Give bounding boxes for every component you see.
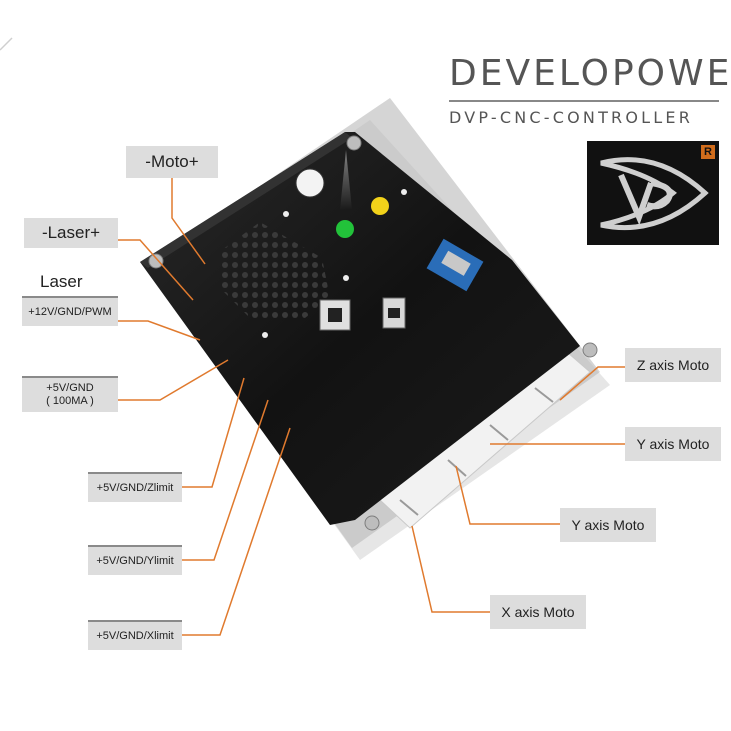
leader-x-axis: [411, 525, 490, 613]
screw-icon: [346, 135, 362, 151]
leader-xlimit: [182, 427, 291, 636]
label-y-axis-1: Y axis Moto: [625, 427, 721, 461]
speaker-grille: [222, 222, 330, 322]
leader-laser-pm: [118, 239, 194, 301]
brand-logo: R: [587, 141, 719, 245]
screw-icon: [148, 253, 164, 269]
label-laser-power: -Laser+: [24, 218, 118, 248]
leader-pwm: [118, 320, 201, 341]
brand-divider: [449, 100, 719, 102]
led-glow: [340, 150, 352, 210]
screw-icon: [364, 515, 380, 531]
leader-y-axis-2: [455, 465, 560, 525]
controller-board: [140, 98, 610, 560]
label-5v: +5V/GND ( 100MA ): [22, 376, 118, 412]
brand-title: DEVELOPOWER: [449, 53, 731, 94]
leader-ylimit: [182, 399, 269, 561]
corner-mark: [0, 37, 13, 51]
label-y-axis-2: Y axis Moto: [560, 508, 656, 542]
yellow-led-icon: [371, 197, 389, 215]
label-ylimit: +5V/GND/Ylimit: [88, 545, 182, 575]
vp-logo-icon: [600, 157, 709, 231]
leader-zlimit: [182, 377, 245, 488]
green-led-icon: [336, 220, 354, 238]
label-z-axis: Z axis Moto: [625, 348, 721, 382]
label-zlimit: +5V/GND/Zlimit: [88, 472, 182, 502]
screw-icon: [582, 342, 598, 358]
cover-plate: [140, 132, 580, 525]
leader-lines: [118, 178, 625, 636]
mount-hole: [295, 168, 325, 198]
label-xlimit: +5V/GND/Xlimit: [88, 620, 182, 650]
leader-5v: [118, 359, 229, 401]
brand-subtitle: DVP-CNC-CONTROLLER: [449, 108, 694, 127]
usb-port-icon: [426, 238, 484, 292]
leader-moto: [171, 178, 206, 265]
label-pwm: +12V/GND/PWM: [22, 296, 118, 326]
label-x-axis: X axis Moto: [490, 595, 586, 629]
label-laser: Laser: [40, 272, 83, 291]
leader-z-axis: [559, 366, 625, 401]
registered-badge: R: [701, 145, 715, 159]
label-moto: -Moto+: [126, 146, 218, 178]
brand-block: DEVELOPOWER DVP-CNC-CONTROLLER: [449, 52, 731, 130]
